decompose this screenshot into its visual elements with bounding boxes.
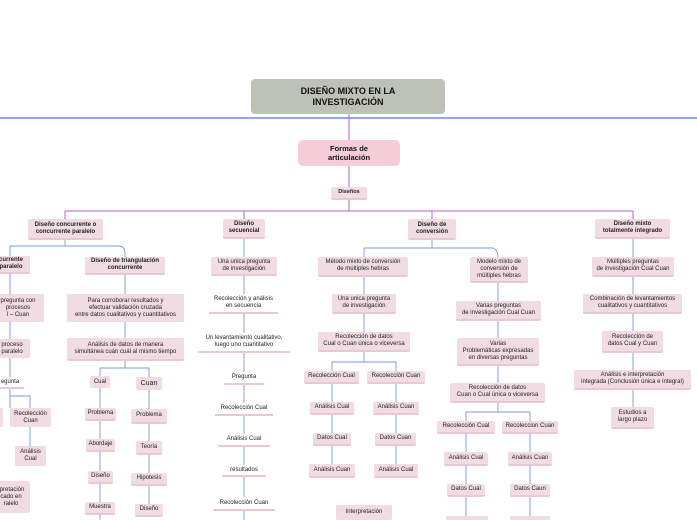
cuan-item[interactable]: Teoría bbox=[136, 441, 162, 455]
triangulacion-item[interactable]: Análisis de datos de manera simultánea c… bbox=[67, 338, 184, 361]
secuencial-item[interactable]: Una unica pregunta de investigación bbox=[211, 257, 277, 276]
totalmente-item[interactable]: Estudios a largo plazo bbox=[611, 407, 654, 429]
cuan-item[interactable]: Diseño bbox=[135, 504, 163, 517]
modelo-left-item[interactable]: Datos Cual bbox=[447, 484, 485, 497]
left-node-stub bbox=[0, 408, 3, 427]
totalmente-item[interactable]: Análisis e interpretación integrada (Con… bbox=[574, 370, 691, 390]
modelo-left-item[interactable]: Análisis Cual bbox=[444, 452, 488, 466]
modelo-right-item[interactable]: Análisis Cuan bbox=[508, 452, 552, 466]
totalmente-item[interactable]: Recolección de datos Cual y Cuan bbox=[602, 331, 663, 353]
totalmente-item[interactable]: Múltiples preguntas de investigación Cua… bbox=[592, 257, 674, 277]
cual-item[interactable]: Muestra bbox=[85, 502, 115, 515]
cuan-item[interactable]: Problema bbox=[131, 409, 167, 424]
left-node[interactable]: Análisis Cual bbox=[15, 446, 46, 466]
secuencial-item[interactable]: Recolección Cual bbox=[215, 403, 273, 416]
formas-articulacion-node[interactable]: Formas de articulación bbox=[298, 140, 400, 166]
modelo-item[interactable]: Recolección de datos Cuan o Cual única o… bbox=[450, 383, 545, 403]
left-node[interactable]: rpretación cado en ralelo bbox=[0, 481, 30, 513]
secuencial-item[interactable]: Pregunta bbox=[224, 372, 264, 385]
secuencial-item[interactable]: Un levantamiento cualitativo, luego uno … bbox=[198, 333, 290, 353]
cuan-node[interactable]: Cuan bbox=[136, 377, 162, 390]
metodo-right-item[interactable]: Análisis Cual bbox=[374, 464, 418, 478]
left-node[interactable]: proceso paralelo bbox=[0, 339, 30, 358]
modelo-item[interactable]: Varias Problemáticas expresadas en diver… bbox=[457, 338, 539, 366]
interpretacion-node[interactable]: Interpretación bbox=[336, 505, 392, 520]
metodo-item[interactable]: Una unica pregunta de investigación bbox=[332, 294, 396, 314]
cual-item[interactable]: Abordaje bbox=[86, 439, 115, 452]
metodo-right-item[interactable]: Análisis Cuan bbox=[373, 402, 419, 415]
modelo-right-item[interactable]: Datos Caun bbox=[510, 484, 550, 497]
branch-conversion[interactable]: Diseño de conversión bbox=[408, 219, 456, 240]
branch-concurrente[interactable]: Diseño concurrente o concurrente paralel… bbox=[28, 219, 103, 240]
metodo-left-item[interactable]: Análisis Cual bbox=[310, 402, 354, 415]
cual-item[interactable]: Diseño bbox=[88, 471, 113, 484]
branch-totalmente-integrado[interactable]: Diseño mixto totalmente integrado bbox=[595, 219, 670, 239]
concurrente-paralelo-node[interactable]: currente paralelo bbox=[0, 256, 30, 274]
secuencial-item[interactable]: Recolección Cuan bbox=[213, 497, 275, 511]
modelo-item[interactable]: Varias preguntas de investigación Cual C… bbox=[456, 301, 541, 321]
triangulacion-node[interactable]: Diseño de triangulación concurrente bbox=[85, 257, 165, 275]
secuencial-item[interactable]: resultados bbox=[222, 465, 266, 477]
secuencial-item[interactable]: Análisis Cual bbox=[218, 434, 270, 447]
modelo-mixto-node[interactable]: Modelo mixto de conversión de múltiples … bbox=[470, 257, 528, 283]
modelo-right-item[interactable]: Recoleccion Cuan bbox=[502, 421, 558, 434]
totalmente-item[interactable]: Combinación de levantamientos cualitativ… bbox=[583, 294, 682, 314]
disenos-node[interactable]: Diseños bbox=[331, 187, 367, 200]
metodo-left-item[interactable]: Análisis Cuan bbox=[309, 464, 355, 478]
metodo-mixto-node[interactable]: Método mixto de conversión de múltiples … bbox=[318, 257, 408, 277]
metodo-left-item[interactable]: Datos Cual bbox=[313, 433, 351, 446]
metodo-item[interactable]: Recolección de datos Cual o Cuan única o… bbox=[318, 332, 410, 352]
secuencial-item[interactable]: Recolección y análisis en secuencia bbox=[209, 294, 278, 314]
cual-item[interactable]: Problema bbox=[85, 408, 116, 421]
triangulacion-item[interactable]: Para corroborar resultados y efectuar va… bbox=[67, 294, 184, 322]
root-node[interactable]: DISEÑO MIXTO EN LA INVESTIGACIÓN bbox=[251, 79, 445, 114]
left-node[interactable]: pregunta con procesos l – Cuan bbox=[0, 294, 44, 322]
left-node[interactable]: Recolección Cuan bbox=[10, 408, 51, 427]
cuan-item[interactable]: Hipotesis bbox=[131, 473, 167, 486]
metodo-right-item[interactable]: Datos Cuan bbox=[375, 433, 416, 446]
left-node[interactable]: egunta bbox=[0, 377, 24, 389]
branch-secuencial[interactable]: Diseño secuencial bbox=[223, 219, 265, 239]
metodo-left-item[interactable]: Recolección Cual bbox=[304, 371, 359, 384]
cual-node[interactable]: Cual bbox=[90, 376, 110, 388]
metodo-right-item[interactable]: Recolección Cuan bbox=[367, 371, 425, 384]
modelo-left-item[interactable]: Recolección Cual bbox=[437, 421, 495, 434]
